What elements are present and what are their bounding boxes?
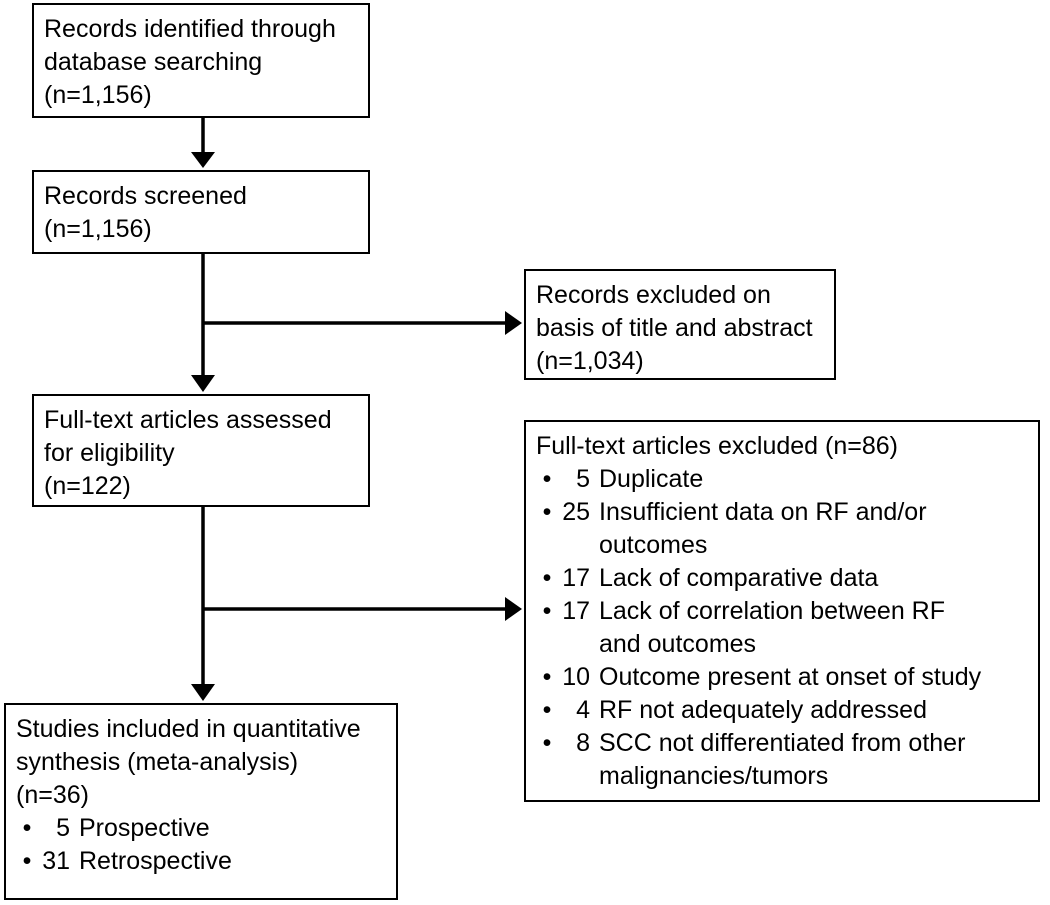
exclusion-reason: Insufficient data on RF and/or xyxy=(599,498,927,526)
exclusion-item: • 10 Outcome present at onset of study xyxy=(536,661,1028,694)
studies-included-box: Studies included in quantitative synthes… xyxy=(4,703,398,900)
bullet-icon: • xyxy=(542,465,552,493)
records-identified-line-2: database searching xyxy=(44,48,263,76)
studies-included-line-3: (n=36) xyxy=(16,781,89,809)
bullet-icon: • xyxy=(22,814,32,842)
records-identified-line-3: (n=1,156) xyxy=(44,81,152,109)
arrowhead-fulltext-to-included xyxy=(191,684,215,701)
fulltext-assessed-line-1: Full-text articles assessed xyxy=(44,406,332,434)
studies-included-line-1: Studies included in quantitative xyxy=(16,715,361,743)
exclusion-item: • 17 Lack of correlation between RF and … xyxy=(536,595,1028,661)
exclusion-item: • 8 SCC not differentiated from other ma… xyxy=(536,727,1028,793)
exclusion-reason: Lack of correlation between RF xyxy=(599,597,946,625)
exclusion-item: • 17 Lack of comparative data xyxy=(536,562,1028,595)
exclusion-count: 17 xyxy=(562,597,590,625)
records-identified-line-1: Records identified through xyxy=(44,15,336,43)
records-excluded-line-2: basis of title and abstract xyxy=(536,314,813,342)
fulltext-assessed-box: Full-text articles assessed for eligibil… xyxy=(32,394,370,507)
study-type-count: 31 xyxy=(42,847,70,875)
exclusion-count: 10 xyxy=(562,663,590,691)
records-screened-line-2: (n=1,156) xyxy=(44,215,152,243)
bullet-icon: • xyxy=(542,663,552,691)
bullet-icon: • xyxy=(542,498,552,526)
exclusion-item: • 25 Insufficient data on RF and/or outc… xyxy=(536,496,1028,562)
exclusion-reason: Lack of comparative data xyxy=(599,564,879,592)
bullet-icon: • xyxy=(542,696,552,724)
exclusion-reason-continued: outcomes xyxy=(599,531,708,559)
records-screened-box: Records screened (n=1,156) xyxy=(32,170,370,254)
bullet-icon: • xyxy=(542,597,552,625)
exclusion-reason: SCC not differentiated from other xyxy=(599,729,966,757)
study-type-item: • 31 Retrospective xyxy=(16,845,386,878)
fulltext-assessed-line-3: (n=122) xyxy=(44,472,131,500)
arrowhead-to-fulltext-excluded xyxy=(505,597,522,621)
bullet-icon: • xyxy=(22,847,32,875)
exclusion-item: • 4 RF not adequately addressed xyxy=(536,694,1028,727)
study-type-count: 5 xyxy=(56,814,70,842)
records-excluded-box: Records excluded on basis of title and a… xyxy=(524,269,836,380)
records-screened-line-1: Records screened xyxy=(44,182,247,210)
bullet-icon: • xyxy=(542,564,552,592)
exclusion-item: • 5 Duplicate xyxy=(536,463,1028,496)
exclusion-reason: Duplicate xyxy=(599,465,704,493)
exclusion-count: 25 xyxy=(562,498,590,526)
records-excluded-line-1: Records excluded on xyxy=(536,281,771,309)
arrowhead-identified-to-screened xyxy=(191,152,215,168)
study-type-label: Prospective xyxy=(79,814,210,842)
exclusion-reason-continued: and outcomes xyxy=(599,630,757,658)
exclusion-count: 8 xyxy=(576,729,590,757)
exclusion-count: 5 xyxy=(576,465,590,493)
exclusion-reason: RF not adequately addressed xyxy=(599,696,927,724)
records-identified-box: Records identified through database sear… xyxy=(32,3,370,118)
records-excluded-line-3: (n=1,034) xyxy=(536,347,644,375)
fulltext-assessed-line-2: for eligibility xyxy=(44,439,175,467)
study-type-label: Retrospective xyxy=(79,847,232,875)
fulltext-excluded-box: Full-text articles excluded (n=86) • 5 D… xyxy=(524,420,1040,802)
arrowhead-to-excluded-title xyxy=(505,311,522,335)
fulltext-excluded-header: Full-text articles excluded (n=86) xyxy=(536,432,898,460)
exclusion-reason: Outcome present at onset of study xyxy=(599,663,982,691)
exclusion-count: 17 xyxy=(562,564,590,592)
bullet-icon: • xyxy=(542,729,552,757)
exclusion-count: 4 xyxy=(576,696,590,724)
arrowhead-screened-to-fulltext xyxy=(191,375,215,392)
exclusion-reason-continued: malignancies/tumors xyxy=(599,762,829,790)
study-type-item: • 5 Prospective xyxy=(16,812,386,845)
studies-included-line-2: synthesis (meta-analysis) xyxy=(16,748,299,776)
